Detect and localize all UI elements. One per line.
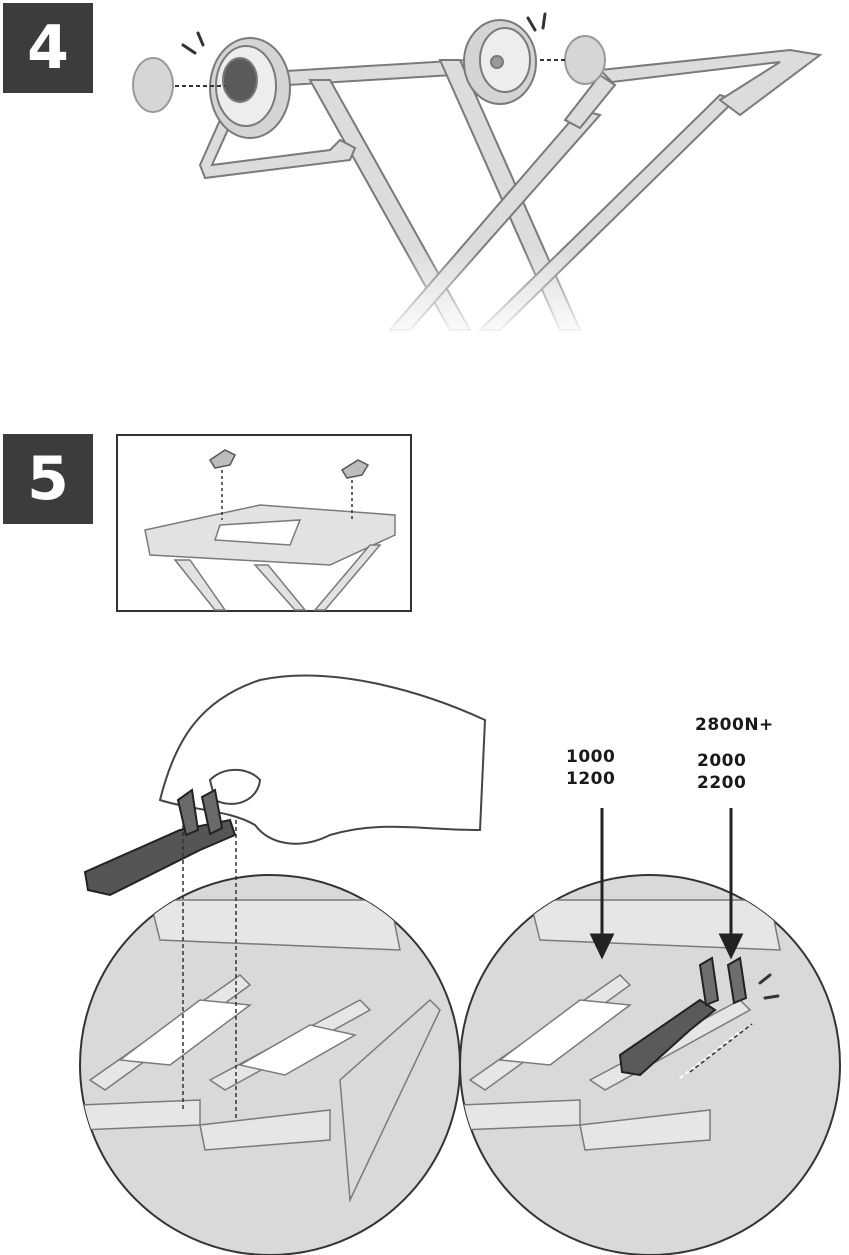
left-wheel xyxy=(210,38,290,138)
held-clip xyxy=(85,790,235,895)
model-labels-left: 1000 1200 xyxy=(566,746,615,790)
model-labels-right: 2000 2200 xyxy=(697,750,746,794)
model-label-2800n: 2800N+ xyxy=(695,714,774,736)
model-label-1200: 1200 xyxy=(566,768,615,790)
arrow-right-models xyxy=(721,808,741,956)
right-wheel xyxy=(464,20,536,104)
model-label-1000: 1000 xyxy=(566,746,615,768)
model-label-2200: 2200 xyxy=(697,772,746,794)
model-label-2000: 2000 xyxy=(697,750,746,772)
